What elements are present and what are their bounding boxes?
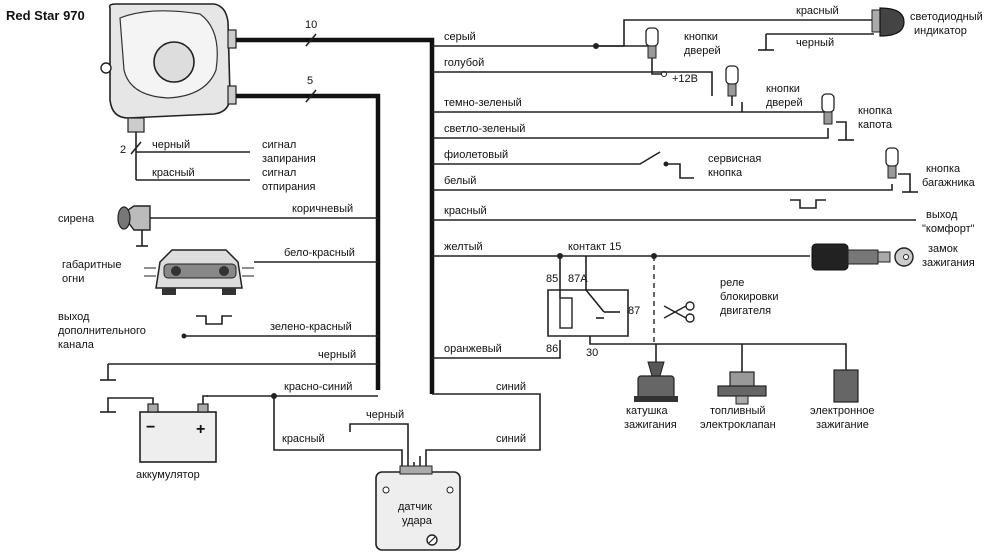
unlock-signal-label: сигнал xyxy=(262,167,296,179)
relay-icon xyxy=(547,256,666,345)
lock-signal-label-2: запирания xyxy=(262,153,316,165)
label-red-blue: красно-синий xyxy=(284,381,352,393)
ignition-lock-label-2: зажигания xyxy=(922,257,975,269)
bus-5 xyxy=(236,93,381,390)
label-violet: фиолетовый xyxy=(444,149,508,161)
electronic-ignition-label: электронное xyxy=(810,405,875,417)
shock-sensor-icon xyxy=(375,465,461,551)
bus-10 xyxy=(236,37,435,394)
ignition-coil-icon xyxy=(634,361,678,402)
label-sensor-black: черный xyxy=(366,409,404,421)
control-unit-icon xyxy=(100,3,237,133)
relay-pin-87a: 87А xyxy=(568,273,588,285)
unlock-signal-label-2: отпирания xyxy=(262,181,315,193)
car-front-icon xyxy=(144,249,254,295)
lock-signal-label: сигнал xyxy=(262,139,296,151)
door-buttons-label: кнопки xyxy=(684,31,718,43)
trunk-button-label-2: багажника xyxy=(922,177,976,189)
label-orange: оранжевый xyxy=(444,343,502,355)
svg-text:+: + xyxy=(196,421,205,438)
battery-icon: − + xyxy=(100,395,217,463)
electronic-ignition-icon xyxy=(833,369,859,403)
door-buttons-label-b-2: дверей xyxy=(766,97,803,109)
battery-label: аккумулятор xyxy=(136,469,200,481)
comfort-output-label-2: "комфорт" xyxy=(922,223,975,235)
diagram-title: Red Star 970 xyxy=(6,8,85,23)
aux-output-label-3: канала xyxy=(58,339,95,351)
svg-text:−: − xyxy=(146,419,155,436)
plus-12v-label: +12В xyxy=(672,73,698,85)
sensor-label: датчик xyxy=(398,501,432,513)
led-indicator-label: светодиодный xyxy=(910,11,983,23)
bus-count-10: 10 xyxy=(305,19,317,31)
side-lights-label: габаритные xyxy=(62,259,121,271)
aux-output-label: выход xyxy=(58,311,90,323)
relay-label: реле xyxy=(720,277,744,289)
label-yellow: желтый xyxy=(444,241,483,253)
label-light-green: светло-зеленый xyxy=(444,123,525,135)
label-led-black: черный xyxy=(796,37,834,49)
sensor-label-2: удара xyxy=(402,515,433,527)
electronic-ignition-label-2: зажигание xyxy=(816,419,869,431)
ignition-lock-label: замок xyxy=(928,243,958,255)
relay-pin-30: 30 xyxy=(586,347,598,359)
scissors-icon xyxy=(663,301,695,323)
service-button-label: сервисная xyxy=(708,153,761,165)
aux-output-label-2: дополнительного xyxy=(58,325,146,337)
relay-label-2: блокировки xyxy=(720,291,778,303)
fuel-valve-label-2: электроклапан xyxy=(700,419,776,431)
label-blue-light: голубой xyxy=(444,57,484,69)
led-indicator-icon xyxy=(871,7,905,37)
fuel-valve-label: топливный xyxy=(710,405,766,417)
fuel-valve-icon xyxy=(717,371,767,405)
relay-pin-86: 86 xyxy=(546,343,558,355)
label-grey: серый xyxy=(444,31,476,43)
label-white: белый xyxy=(444,175,476,187)
label-brown: коричневый xyxy=(292,203,353,215)
relay-pin-85: 85 xyxy=(546,273,558,285)
side-lights-label-2: огни xyxy=(62,273,84,285)
led-indicator-label-2: индикатор xyxy=(914,25,967,37)
relay-pin-87: 87 xyxy=(628,305,640,317)
door-buttons-label-b: кнопки xyxy=(766,83,800,95)
label-red-right: красный xyxy=(444,205,487,217)
door-switch-icon xyxy=(725,65,743,112)
comfort-output-label: выход xyxy=(926,209,958,221)
label-green-red: зелено-красный xyxy=(270,321,352,333)
ignition-coil-label-2: зажигания xyxy=(624,419,677,431)
label-sensor-red: красный xyxy=(282,433,325,445)
door-switch-icon xyxy=(645,27,667,77)
ignition-key-icon xyxy=(811,243,914,271)
hood-button-label-2: капота xyxy=(858,119,893,131)
label-blue-2: синий xyxy=(496,433,526,445)
label-red-unlock: красный xyxy=(152,167,195,179)
trunk-button-label: кнопка xyxy=(926,163,961,175)
siren-icon xyxy=(117,205,151,247)
ignition-coil-label: катушка xyxy=(626,405,668,417)
door-switch-icon xyxy=(821,93,854,141)
door-buttons-label-2: дверей xyxy=(684,45,721,57)
service-button-label-2: кнопка xyxy=(708,167,743,179)
siren-label: сирена xyxy=(58,213,95,225)
label-led-red: красный xyxy=(796,5,839,17)
relay-label-3: двигателя xyxy=(720,305,771,317)
label-blue-1: синий xyxy=(496,381,526,393)
label-black-ground: черный xyxy=(318,349,356,361)
label-contact-15: контакт 15 xyxy=(568,241,621,253)
hood-button-label: кнопка xyxy=(858,105,893,117)
bus-count-2: 2 xyxy=(120,144,126,156)
label-dark-green: темно-зеленый xyxy=(444,97,522,109)
label-black-lock: черный xyxy=(152,139,190,151)
label-white-red: бело-красный xyxy=(284,247,355,259)
bus-count-5: 5 xyxy=(307,75,313,87)
door-switch-icon xyxy=(885,147,918,193)
